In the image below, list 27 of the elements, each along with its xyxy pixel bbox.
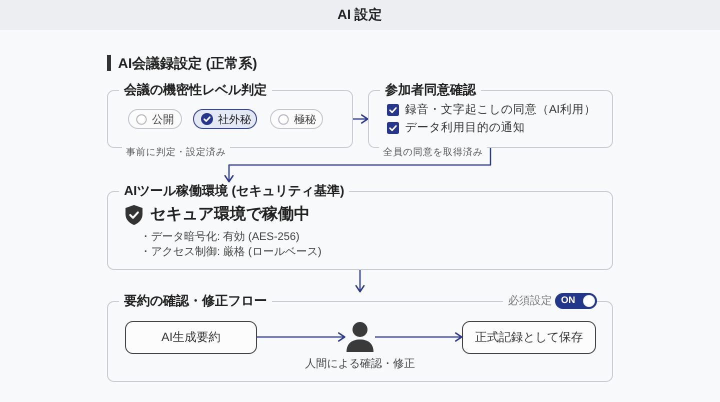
panel-heading: AIツール稼働環境 (セキュリティ基準) — [123, 182, 346, 200]
arrow — [375, 332, 462, 342]
radio-option: 社外秘 — [193, 109, 257, 129]
bullet-item: ・データ暗号化: 有効 (AES-256) — [140, 230, 300, 244]
panel-heading: 参加者同意確認 — [384, 81, 478, 99]
radio-option: 公開 — [128, 109, 182, 129]
panel-heading: 要約の確認・修正フロー — [123, 292, 268, 310]
process-box: 正式記録として保存 — [462, 321, 596, 354]
arrow — [257, 332, 346, 342]
radio-option: 極秘 — [270, 109, 323, 129]
status-text: セキュア環境で稼働中 — [150, 204, 310, 225]
panel — [107, 182, 613, 270]
page-title: AI 設定 — [337, 6, 383, 24]
person-label: 人間による確認・修正 — [305, 357, 415, 371]
bullet-item: ・アクセス制御: 厳格 (ロールベース) — [140, 244, 322, 260]
person-icon — [345, 322, 375, 352]
setting-label: 必須設定 — [503, 294, 557, 308]
arrow — [224, 148, 492, 182]
process-box: AI生成要約 — [125, 321, 257, 354]
section-heading: AI会議録設定 (正常系) — [107, 55, 258, 71]
panel — [107, 292, 613, 382]
checkbox-label: データ利用目的の通知 — [405, 120, 525, 136]
toggle-switch: ON — [555, 293, 597, 309]
panel-heading: 会議の機密性レベル判定 — [122, 81, 268, 99]
arrow — [353, 114, 368, 124]
arrow — [355, 270, 365, 292]
checkbox-label: 録音・文字起こしの同意（AI利用） — [405, 102, 596, 118]
